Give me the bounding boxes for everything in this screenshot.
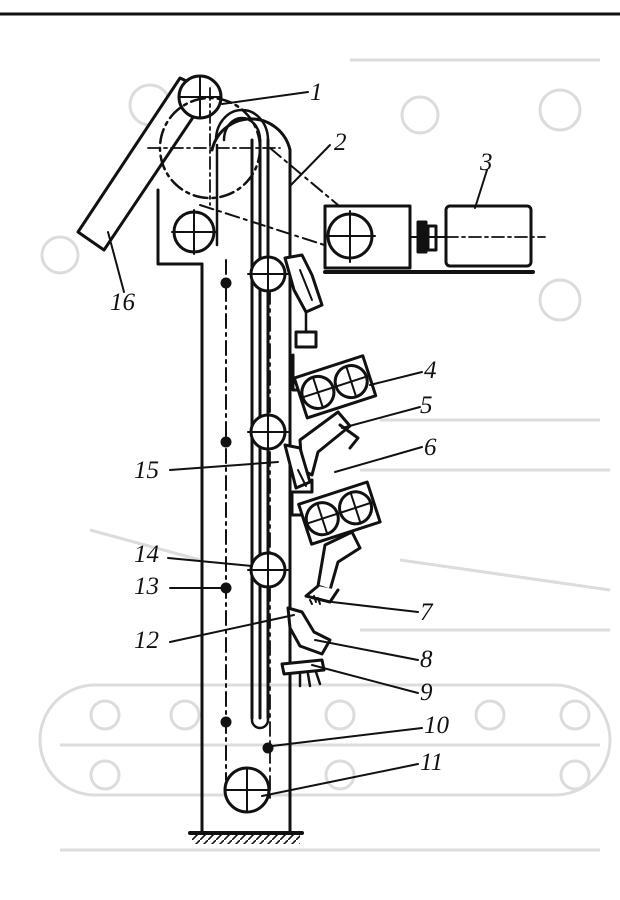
label-8: 8: [420, 646, 433, 673]
motor-body: [444, 204, 533, 268]
lever-block: [283, 443, 312, 490]
label-4: 4: [424, 357, 437, 384]
housing-left-step: [156, 188, 204, 266]
callout-labels: 1 2 3 4 5 6 7 8 9 10 11 12 13 14 15 16: [110, 79, 493, 776]
label-11: 11: [420, 749, 443, 776]
inner-bottom-loop: [250, 716, 270, 730]
machine-drawing: [76, 74, 546, 844]
label-10: 10: [424, 712, 450, 739]
upper-gripper: [283, 253, 324, 349]
drive-chain-upper: [269, 147, 339, 206]
label-12: 12: [134, 627, 159, 654]
roller-pair-upper: [291, 353, 378, 420]
support-arm-upper: [298, 410, 352, 477]
coupling: [409, 220, 447, 254]
chain-dot: [262, 742, 274, 754]
leader-lines: [107, 91, 488, 797]
label-9: 9: [420, 679, 433, 706]
label-7: 7: [420, 599, 434, 626]
label-6: 6: [424, 434, 437, 461]
label-13: 13: [134, 573, 159, 600]
label-2: 2: [334, 129, 347, 156]
clamp-mechanism: [280, 595, 332, 688]
drive-chain-lower: [199, 204, 341, 251]
label-1: 1: [310, 79, 323, 106]
label-14: 14: [134, 541, 159, 568]
inner-belt-loop: [222, 116, 262, 142]
label-15: 15: [134, 457, 159, 484]
connector-bracket: [290, 478, 314, 517]
bleed-through-background: [38, 58, 612, 852]
label-5: 5: [420, 392, 433, 419]
roller-pair-lower: [297, 480, 382, 546]
label-3: 3: [479, 149, 493, 176]
ground-hatch: [192, 835, 300, 844]
label-16: 16: [110, 289, 136, 316]
